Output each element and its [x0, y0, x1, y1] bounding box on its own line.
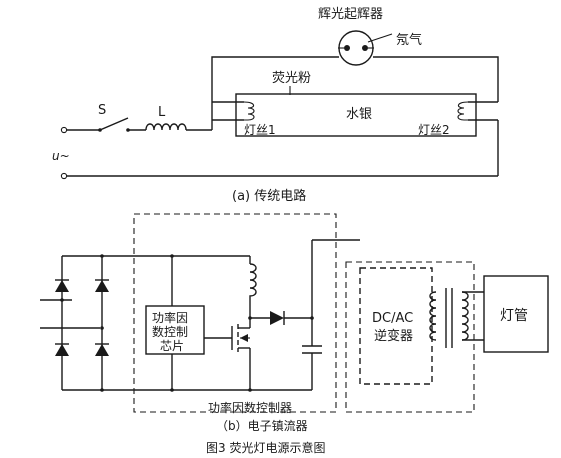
pfc-chip-label-2: 数控制	[152, 324, 188, 339]
glow-starter	[338, 30, 374, 66]
electronic-ballast: 功率因数控制器	[40, 213, 549, 433]
mosfet	[204, 318, 252, 392]
pfc-chip-label-3: 芯片	[160, 339, 184, 353]
mains-terminal-top	[60, 126, 68, 134]
filament1-label: 灯丝1	[244, 123, 276, 137]
starter-label: 辉光起辉器	[318, 7, 383, 22]
switch-label: S	[98, 103, 106, 118]
filament2-label: 灯丝2	[418, 123, 450, 137]
pfc-chip-label-1: 功率因	[152, 310, 188, 325]
inverter-region	[345, 261, 475, 413]
inverter-label-2: 逆变器	[374, 328, 413, 344]
pfc-inductor	[249, 263, 257, 300]
neon-label: 氖气	[396, 32, 422, 48]
filament1-coil	[243, 101, 255, 121]
inductor-l	[145, 123, 187, 131]
mains-terminal-bottom	[60, 172, 68, 180]
dcac-inverter	[359, 267, 433, 385]
mercury-label: 水银	[346, 107, 372, 122]
pfc-region	[133, 213, 337, 413]
bridge-rectifier	[55, 254, 312, 392]
pfc-region-label: 功率因数控制器	[208, 400, 292, 415]
output-transformer	[429, 288, 484, 348]
switch-s	[99, 117, 129, 131]
boost-diode	[270, 311, 284, 325]
filament2-coil	[457, 101, 469, 121]
neon-pointer	[367, 33, 393, 43]
inverter-label-1: DC/AC	[372, 311, 413, 326]
fluorescent-tube	[235, 93, 477, 137]
inductor-label: L	[158, 105, 166, 120]
pfc-chip	[145, 305, 205, 355]
traditional-circuit: 辉光起辉器 氖气 荧光粉 水银 灯丝1 灯丝2	[52, 7, 499, 204]
lamp-label: 灯管	[500, 308, 528, 324]
figure-caption: 图3 荧光灯电源示意图	[206, 440, 325, 455]
voltage-label: u~	[52, 149, 70, 163]
starter-wire	[211, 56, 339, 102]
caption-b: （b）电子镇流器	[216, 419, 308, 433]
caption-a: (a) 传统电路	[232, 188, 306, 204]
starter-wire-right	[373, 56, 499, 102]
phosphor-label: 荧光粉	[272, 71, 311, 86]
lamp-tube	[483, 275, 549, 353]
